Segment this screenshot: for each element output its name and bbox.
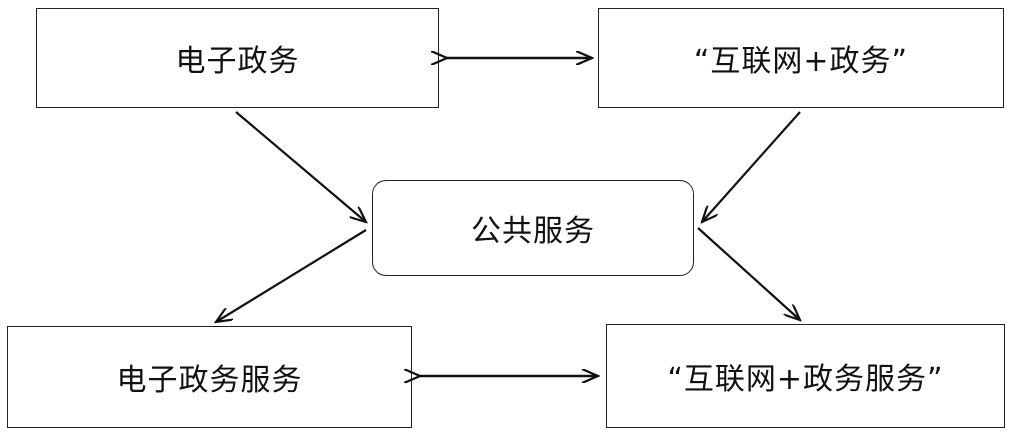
node-internet-gov-service: “互联网+政务服务” <box>606 324 1005 428</box>
arrow-egov-to-public <box>235 111 366 222</box>
node-internet-gov-service-label: “互联网+政务服务” <box>667 362 944 397</box>
arrow-public-to-egovservice <box>216 229 367 322</box>
node-e-gov-service-label: 电子政务服务 <box>116 363 303 398</box>
node-internet-gov: “互联网+政务” <box>598 8 1004 108</box>
arrow-internetgov-to-public <box>702 111 801 222</box>
arrow-public-to-internetgovservice <box>697 227 800 320</box>
node-e-gov-label: 电子政务 <box>175 44 300 79</box>
node-e-gov: 电子政务 <box>36 8 439 108</box>
node-e-gov-service: 电子政务服务 <box>7 326 412 428</box>
node-public-service: 公共服务 <box>372 180 694 276</box>
node-public-service-label: 公共服务 <box>471 214 595 249</box>
node-internet-gov-label: “互联网+政务” <box>693 44 909 79</box>
